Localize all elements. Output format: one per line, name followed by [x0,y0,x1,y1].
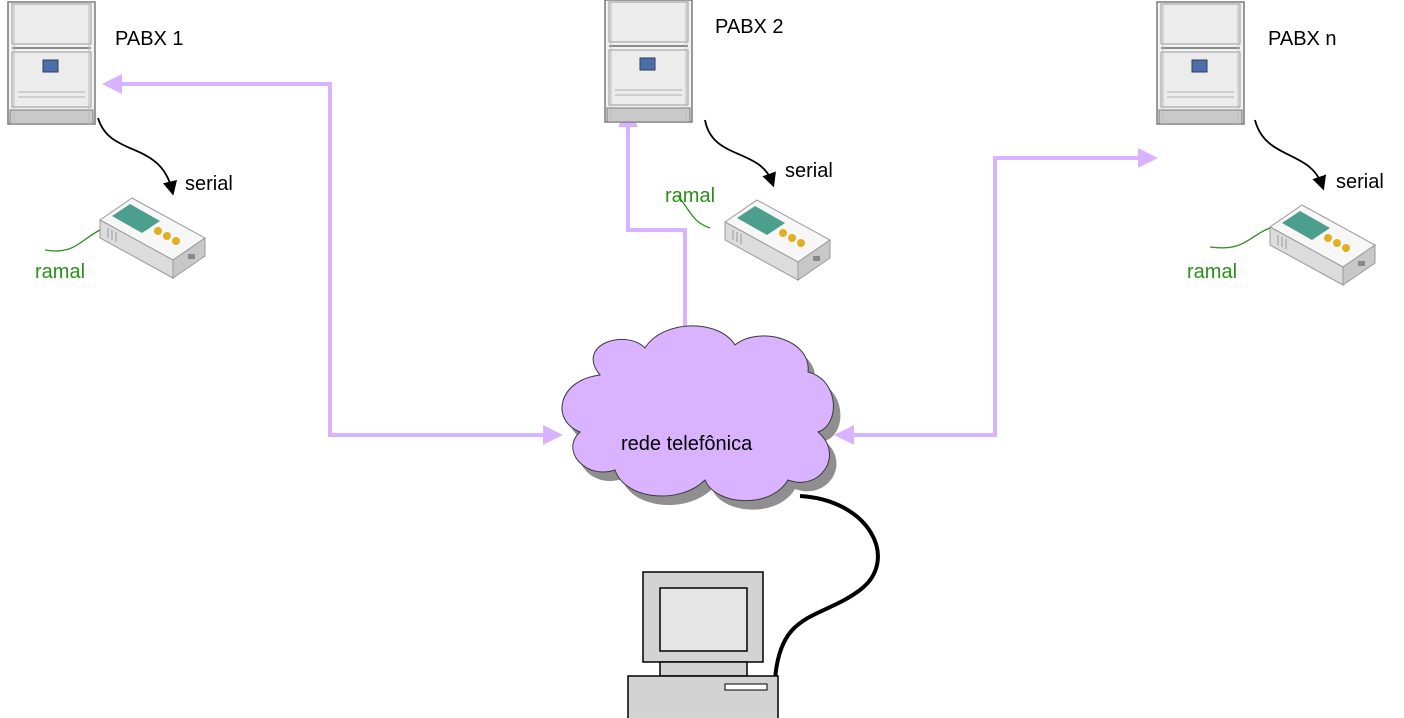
serial-label: serial [785,160,833,182]
pabx-server-icon [604,0,693,123]
pabx-1: PABX 1 serial ramal [7,1,233,283]
computer-terminal-icon [627,571,779,718]
cloud-network-icon [561,325,834,502]
cable [773,494,880,681]
link-pabx1 [102,74,563,445]
serial-label: serial [185,173,233,195]
pabx-label: PABX n [1268,28,1337,50]
network-links [102,74,1158,445]
ramal-label: ramal [35,261,85,283]
ramal-line [677,195,711,229]
serial-arrow-icon [1254,119,1326,191]
network-cloud: rede telefônica [561,325,841,510]
ramal-label: ramal [665,185,715,207]
ramal-line [1209,227,1271,249]
ramal-line [44,229,101,252]
serial-arrow-icon [704,119,776,188]
serial-label: serial [1336,171,1384,193]
pabx-label: PABX 1 [115,28,184,50]
pabx-server-icon [7,1,96,125]
pabx-n: PABX n serial ramal [1156,1,1384,286]
pabx-server-icon [1156,1,1245,125]
link-pabxn [834,148,1158,445]
link-pabx2 [618,107,695,350]
modem-device-icon [99,197,206,279]
serial-arrow-icon [97,117,177,196]
modem-device-icon [724,199,831,281]
modem-device-icon [1269,204,1376,286]
network-label: rede telefônica [621,433,753,455]
pabx-label: PABX 2 [715,16,784,38]
ramal-label: ramal [1187,261,1237,283]
pabx-2: PABX 2 serial ramal [604,0,833,281]
